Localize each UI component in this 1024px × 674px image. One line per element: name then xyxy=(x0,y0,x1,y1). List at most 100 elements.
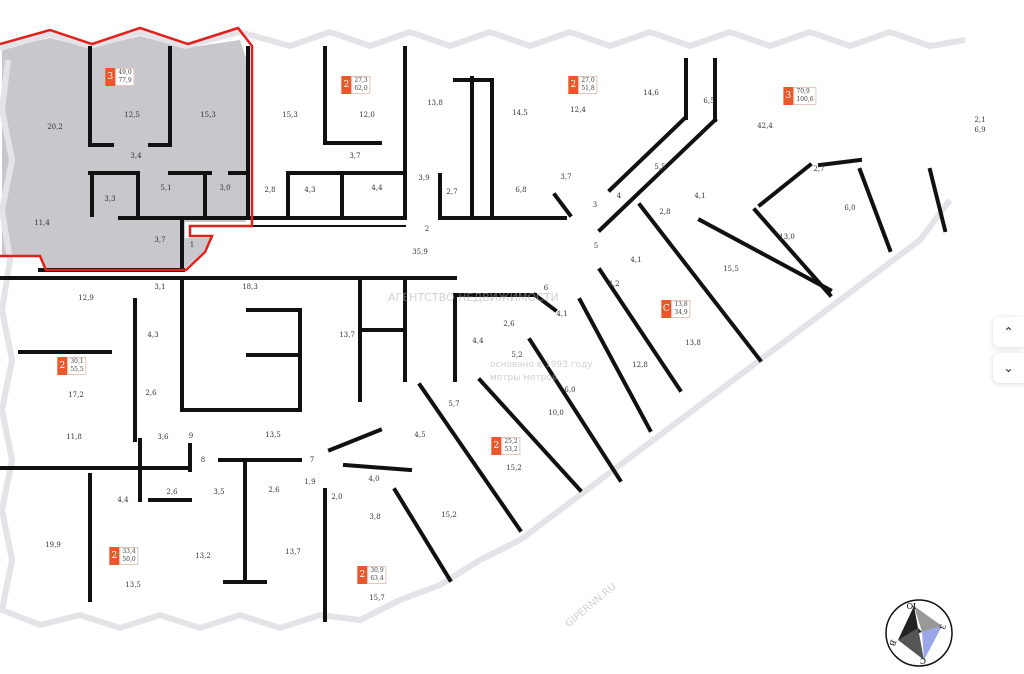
room-area-label: 13,8 xyxy=(427,99,443,107)
room-area-label: 4,4 xyxy=(472,337,484,345)
room-area-label: 3,3 xyxy=(104,195,116,203)
apartment-living-area: 27,0 xyxy=(581,77,595,84)
chevron-down-icon: ⌄ xyxy=(1003,361,1014,375)
room-area-label: 13,2 xyxy=(195,552,211,560)
selected-apartment-area[interactable] xyxy=(2,36,246,270)
apartment-rooms: 2 xyxy=(341,76,352,94)
apartment-total-area: 53,2 xyxy=(504,446,518,453)
room-area-label: 12,5 xyxy=(124,111,140,119)
apartment-rooms: 2 xyxy=(568,76,579,94)
apartment-living-area: 70,9 xyxy=(796,88,810,95)
room-area-label: 12,0 xyxy=(359,111,375,119)
room-area-label: 7 xyxy=(309,456,315,464)
room-area-label: 15,7 xyxy=(369,594,385,602)
room-area-label: 15,2 xyxy=(506,464,522,472)
apartment-total-area: 55,5 xyxy=(70,366,84,373)
room-area-label: 2,6 xyxy=(145,389,157,397)
room-area-label: 2,7 xyxy=(446,188,458,196)
room-area-label: 13,5 xyxy=(265,431,281,439)
apartment-rooms: 2 xyxy=(491,437,502,455)
room-area-label: 3,4 xyxy=(130,152,142,160)
room-area-label: 19,9 xyxy=(45,541,61,549)
room-area-label: 2,8 xyxy=(659,208,671,216)
room-area-label: 15,3 xyxy=(282,111,298,119)
room-area-label: 1 xyxy=(189,241,195,249)
room-area-label: 6,0 xyxy=(844,204,856,212)
room-area-label: 3,9 xyxy=(418,174,430,182)
room-area-label: 6,0 xyxy=(564,386,576,394)
apartment-total-area: 62,0 xyxy=(354,85,368,92)
room-area-label: 2,6 xyxy=(268,486,280,494)
apartment-living-area: 25,2 xyxy=(504,438,518,445)
apartment-rooms: 2 xyxy=(109,547,120,565)
room-area-label: 13,8 xyxy=(685,339,701,347)
apartment-total-area: 51,8 xyxy=(581,85,595,92)
chevron-up-icon: ⌃ xyxy=(1003,325,1014,339)
scroll-up-button[interactable]: ⌃ xyxy=(993,317,1024,347)
room-area-label: 4 xyxy=(616,192,622,200)
room-area-label: 6 xyxy=(543,284,549,292)
apartment-living-area: 33,4 xyxy=(122,548,136,555)
apartment-rooms: 3 xyxy=(783,87,794,105)
apartment-living-area: 49,0 xyxy=(118,69,132,76)
room-area-label: 2,7 xyxy=(813,165,825,173)
room-area-label: 3,0 xyxy=(219,184,231,192)
room-area-label: 15,3 xyxy=(200,111,216,119)
room-area-label: 42,4 xyxy=(757,122,773,130)
room-area-label: 13,7 xyxy=(339,331,355,339)
room-area-label: 3 xyxy=(592,201,598,209)
room-area-label: 4,4 xyxy=(371,184,383,192)
room-area-label: 13,5 xyxy=(125,581,141,589)
room-area-label: 3,5 xyxy=(213,488,225,496)
room-area-label: 13,7 xyxy=(285,548,301,556)
room-area-label: 3,7 xyxy=(349,152,361,160)
apartment-living-area: 30,1 xyxy=(70,358,84,365)
room-area-label: 4,5 xyxy=(414,431,426,439)
room-area-label: 8 xyxy=(200,456,206,464)
room-area-label: 35,9 xyxy=(412,248,428,256)
room-area-label: 2 xyxy=(424,225,430,233)
room-area-label: 2,1 xyxy=(974,116,986,124)
apartment-living-area: 13,8 xyxy=(674,301,688,308)
room-area-label: 4,2 xyxy=(608,280,620,288)
room-area-label: 2,8 xyxy=(264,186,276,194)
room-area-label: 11,4 xyxy=(34,219,50,227)
room-area-label: 5,1 xyxy=(160,184,172,192)
room-area-label: 2,6 xyxy=(166,488,178,496)
watermark-tagline: мотры метров xyxy=(490,373,558,383)
room-area-label: 6,5 xyxy=(703,97,715,105)
apartment-rooms: С xyxy=(661,300,672,318)
room-area-label: 13,0 xyxy=(779,233,795,241)
room-area-label: 6,9 xyxy=(974,126,986,134)
room-area-label: 2,0 xyxy=(331,493,343,501)
scroll-down-button[interactable]: ⌄ xyxy=(993,353,1024,383)
room-area-label: 18,3 xyxy=(242,283,258,291)
apartment-living-area: 27,3 xyxy=(354,77,368,84)
room-area-label: 14,5 xyxy=(512,109,528,117)
room-area-label: 14,6 xyxy=(643,89,659,97)
room-area-label: 3,6 xyxy=(157,433,169,441)
room-area-label: 3,7 xyxy=(560,173,572,181)
apartment-total-area: 77,9 xyxy=(118,77,132,84)
watermark-founded: основано в 1993 году xyxy=(490,360,593,370)
room-area-label: 10,0 xyxy=(548,409,564,417)
room-area-label: 3,7 xyxy=(154,236,166,244)
room-area-label: 20,2 xyxy=(47,123,63,131)
apartment-rooms: 2 xyxy=(357,566,368,584)
apartment-total-area: 34,9 xyxy=(674,309,688,316)
